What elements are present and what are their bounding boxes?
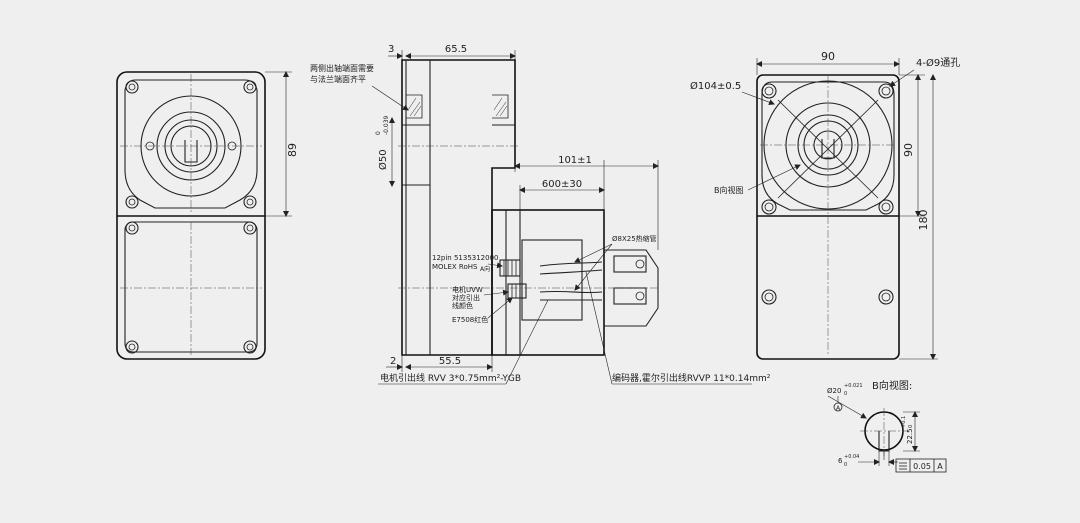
uvw-note-1: 电机UVW: [452, 285, 483, 294]
rear-height-total-label: 180: [917, 210, 930, 231]
connector-length-label: 101±1: [558, 155, 592, 166]
pcd-label: Ø104±0.5: [690, 80, 741, 92]
motor-lead-label: 电机引出线 RVV 3*0.75mm²-YGB: [380, 372, 521, 384]
shaft-diameter-label: Ø50: [377, 149, 389, 170]
holes-label: 4-Ø9通孔: [916, 57, 960, 69]
shaft-tol-upper: 0: [375, 131, 382, 135]
detail-b-title: B向视图:: [872, 379, 912, 392]
detail-shaft-tol-upper: +0.021: [844, 383, 863, 389]
front-height-label: 89: [286, 143, 299, 157]
side-length-label: 65.5: [445, 44, 467, 55]
datum-a-symbol: A: [836, 405, 841, 412]
uvw-note-2: 对应引出: [452, 293, 480, 302]
key-height-label: 22.5: [906, 428, 914, 444]
side-view: 3 65.5 两侧出轴端面需要 与法兰端面齐平 Ø50 0 -0.039 101…: [310, 44, 771, 385]
detail-b-view: B向视图: Ø20 +0.021 0 A 22.5 +0.1 0 6 +0.04…: [827, 379, 947, 473]
front-view: 89: [116, 71, 299, 360]
tolerance-datum: A: [937, 462, 943, 471]
rear-height-upper-label: 90: [902, 143, 915, 157]
tolerance-value: 0.05: [913, 462, 931, 471]
e7508-label: E7508红色: [452, 315, 488, 324]
key-height-tol-upper: +0.1: [901, 416, 907, 428]
key-width-tol-upper: +0.04: [844, 454, 859, 460]
rear-width-label: 90: [821, 50, 835, 63]
note-line-2: 与法兰端面齐平: [310, 74, 366, 84]
bottom-offset-label: 2: [390, 356, 396, 367]
flange-thickness-label: 3: [388, 44, 394, 55]
heat-shrink-label: Ø8X25热缩管: [612, 234, 657, 243]
note-line-1: 两侧出轴端面需要: [310, 63, 374, 73]
bottom-length-label: 55.5: [439, 356, 461, 367]
encoder-lead-label: 编码器,霍尔引出线RVVP 11*0.14mm²: [612, 372, 771, 384]
connector-pin-label: A向: [480, 265, 490, 273]
uvw-note-3: 线颜色: [452, 301, 473, 310]
cable-length-label: 600±30: [542, 179, 582, 190]
key-height-tol-lower: 0: [908, 425, 914, 428]
detail-shaft-tol-lower: 0: [844, 391, 847, 397]
rear-view: 90 4-Ø9通孔 Ø104±0.5 B向视图 90 180: [690, 50, 960, 360]
connector-model-label: 12pin 5135312000: [432, 254, 499, 262]
b-view-label: B向视图: [714, 185, 744, 195]
shaft-tol-lower: -0.039: [383, 115, 390, 135]
detail-shaft-dia: Ø20: [827, 387, 841, 395]
connector-brand-label: MOLEX RoHS: [432, 263, 478, 271]
key-width-label: 6: [838, 457, 843, 465]
key-width-tol-lower: 0: [844, 462, 847, 468]
